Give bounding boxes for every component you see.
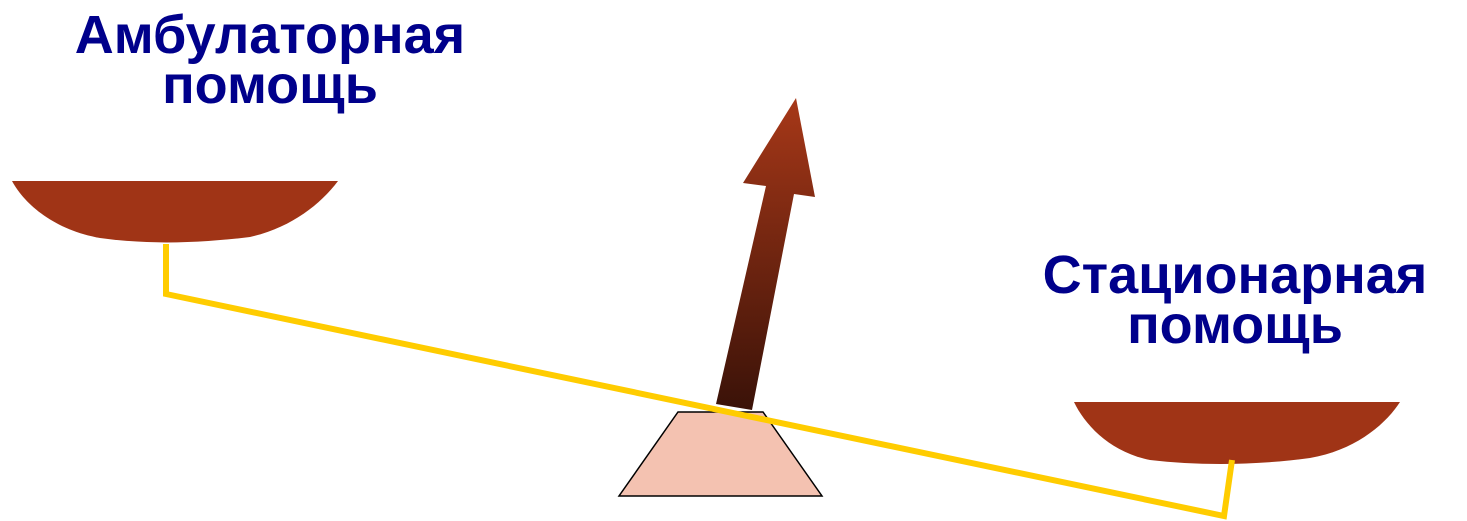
left-pan — [12, 181, 338, 243]
scale-beam — [163, 244, 1235, 520]
right-pan-label-line2: помощь — [1127, 295, 1343, 355]
left-pan-label: Амбулаторная помощь — [30, 5, 510, 115]
right-pan-label: Стационарная помощь — [1000, 245, 1467, 355]
right-pan — [1074, 402, 1400, 464]
left-pan-label-line2: помощь — [162, 55, 378, 115]
up-arrow-icon — [716, 98, 815, 410]
left-pan-label-line1: Амбулаторная — [74, 5, 466, 65]
right-pan-label-line1: Стационарная — [1042, 245, 1428, 305]
